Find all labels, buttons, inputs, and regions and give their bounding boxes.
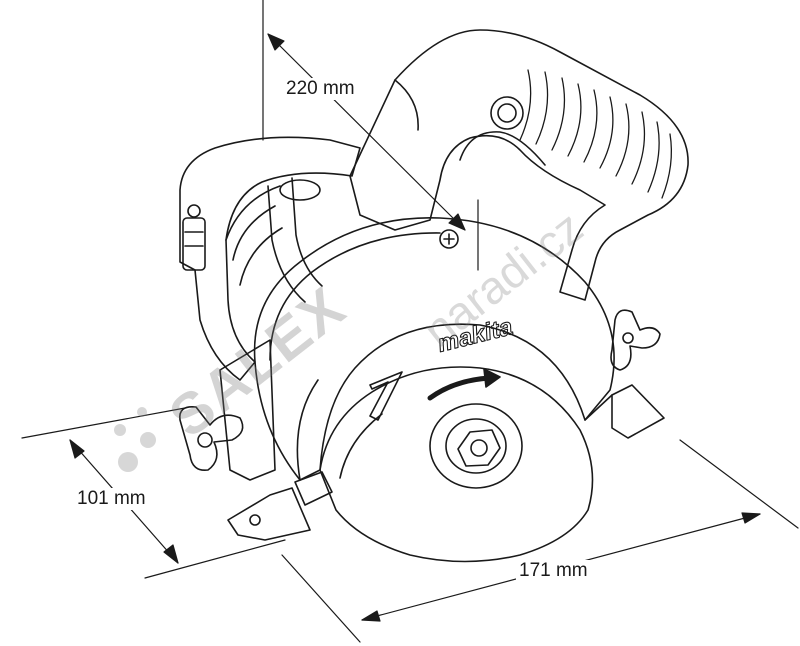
wing-nut-front xyxy=(179,405,244,472)
dimension-lines xyxy=(21,0,799,643)
length-extension-right xyxy=(679,439,799,529)
base-plate xyxy=(219,339,665,541)
width-arrow-head-bottom xyxy=(163,544,179,564)
motor-housing xyxy=(179,136,361,381)
handle xyxy=(349,29,689,301)
length-extension-left xyxy=(281,554,361,643)
watermark-dots xyxy=(114,407,156,472)
height-dimension-label: 220 mm xyxy=(283,78,358,100)
blade-flange xyxy=(429,403,523,489)
length-arrow-head-right xyxy=(741,512,761,524)
width-extension-top xyxy=(21,407,186,439)
height-arrow-line xyxy=(267,33,466,231)
wing-nut-rear xyxy=(610,309,661,371)
length-arrow-head-left xyxy=(361,610,381,622)
blade xyxy=(319,366,594,563)
width-arrow-head-top xyxy=(69,439,85,459)
width-dimension-label: 101 mm xyxy=(74,488,149,510)
handle-grip-ridges xyxy=(519,69,672,199)
rotation-arrow-head xyxy=(483,368,501,388)
rotation-arrow xyxy=(427,375,493,401)
length-dimension-label: 171 mm xyxy=(516,560,591,582)
blade-marking-seven xyxy=(369,371,403,421)
blade-nut xyxy=(457,429,501,467)
height-arrow-head-top xyxy=(267,33,285,51)
width-extension-bottom xyxy=(144,539,286,579)
